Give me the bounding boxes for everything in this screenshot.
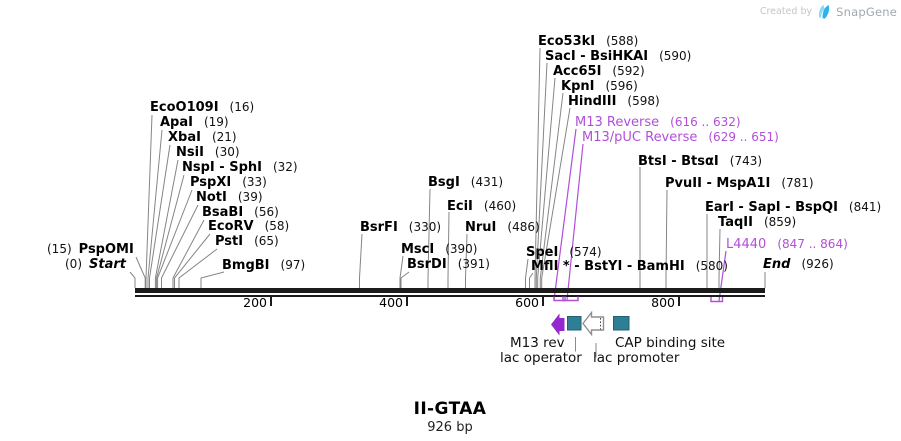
leader-eco53ki bbox=[534, 47, 541, 288]
marker-label-start: (0)Start bbox=[65, 257, 126, 272]
m13-rev-arrow[interactable] bbox=[551, 313, 565, 336]
leader-nsii bbox=[154, 159, 179, 288]
primer-label-m13-reverse[interactable]: M13 Reverse(616 .. 632) bbox=[575, 115, 741, 130]
enzyme-label-bsgi[interactable]: BsgI(431) bbox=[428, 175, 504, 190]
leader-mfli bbox=[529, 272, 534, 288]
enzyme-label-ecoo109i[interactable]: EcoO109I(16) bbox=[150, 100, 255, 115]
snapgene-logo-icon bbox=[819, 4, 830, 19]
ruler-label-800: 800 bbox=[651, 295, 675, 310]
enzyme-label-bmgbi[interactable]: BmgBI(97) bbox=[222, 258, 306, 273]
enzyme-label-nrui[interactable]: NruI(486) bbox=[465, 220, 540, 235]
enzyme-label-ecii[interactable]: EciI(460) bbox=[447, 199, 517, 214]
map-title: II-GTAA bbox=[413, 399, 487, 419]
leader-m13-puc-reverse bbox=[566, 143, 584, 301]
enzyme-label-noti[interactable]: NotI(39) bbox=[196, 190, 263, 205]
ruler-label-400: 400 bbox=[379, 295, 403, 310]
marker-label-end: End(926) bbox=[763, 257, 834, 272]
feature-label-cap-binding-site[interactable]: CAP binding site bbox=[615, 335, 726, 351]
leader-bmgbi bbox=[200, 271, 225, 288]
leader-nspi-sphi bbox=[156, 174, 185, 288]
leader-hindiii bbox=[541, 107, 571, 288]
leader-acc65i bbox=[537, 77, 556, 288]
leader-bsabi bbox=[172, 219, 205, 288]
credit-bar: Created by SnapGene bbox=[760, 4, 897, 19]
leader-taqii bbox=[718, 228, 721, 288]
enzyme-label-pspxi[interactable]: PspXI(33) bbox=[190, 175, 267, 190]
leader-noti bbox=[161, 204, 199, 288]
enzyme-label-btsi-btsai[interactable]: BtsI - BtsαI(743) bbox=[638, 154, 763, 169]
ruler-tick-800 bbox=[678, 297, 680, 306]
feature-label-lac-promoter[interactable]: lac promoter bbox=[593, 350, 680, 366]
credit-prefix-text: Created by bbox=[759, 6, 813, 17]
primer-label-l4440[interactable]: L4440(847 .. 864) bbox=[726, 237, 848, 252]
leader-ecii bbox=[447, 211, 450, 288]
enzyme-label-ecorv[interactable]: EcoRV(58) bbox=[208, 219, 290, 234]
enzyme-label-saci-bsihkai[interactable]: SacI - BsiHKAI(590) bbox=[545, 49, 692, 64]
leader-bsgi bbox=[427, 188, 431, 288]
enzyme-label-mfli-bstyi-bamhi[interactable]: MflI * - BstYI - BamHI(580) bbox=[531, 259, 728, 274]
lac-promoter-arrow[interactable] bbox=[582, 310, 605, 337]
leader-spei bbox=[525, 258, 529, 288]
enzyme-label-bsrfi[interactable]: BsrFI(330) bbox=[360, 220, 442, 235]
enzyme-label-eari-sapi-bspqi[interactable]: EarI - SapI - BspQI(841) bbox=[705, 200, 882, 215]
map-title-block: II-GTAA 926 bp bbox=[300, 400, 600, 434]
ruler-label-200: 200 bbox=[243, 295, 267, 310]
enzyme-label-acc65i[interactable]: Acc65I(592) bbox=[553, 64, 645, 79]
leader-pspxi bbox=[157, 189, 193, 288]
leader-pspomi bbox=[135, 256, 146, 288]
leader-ecoo109i bbox=[145, 114, 153, 288]
leader-apai bbox=[147, 129, 163, 288]
leader-ecorv bbox=[174, 233, 211, 288]
enzyme-label-pvuii-mspa1i[interactable]: PvuII - MspA1I(781) bbox=[665, 176, 814, 191]
enzyme-label-spei[interactable]: SpeI(574) bbox=[526, 245, 602, 260]
leader-msci bbox=[399, 255, 404, 288]
feature-label-m13-rev[interactable]: M13 rev bbox=[510, 335, 565, 351]
enzyme-label-nsii[interactable]: NsiI(30) bbox=[176, 145, 240, 160]
sequence-line-lower bbox=[135, 295, 765, 297]
leader-bsrfi bbox=[359, 233, 363, 288]
enzyme-label-msci[interactable]: MscI(390) bbox=[401, 242, 478, 257]
ruler-tick-600 bbox=[542, 297, 544, 306]
enzyme-label-pspomi[interactable]: (15)PspOMI bbox=[47, 242, 134, 257]
enzyme-label-psti[interactable]: PstI(65) bbox=[215, 234, 279, 249]
primer-label-m13-puc-reverse[interactable]: M13/pUC Reverse(629 .. 651) bbox=[582, 130, 779, 145]
cap-binding-site-box[interactable] bbox=[613, 316, 630, 331]
leader-nrui bbox=[465, 233, 468, 288]
enzyme-label-xbai[interactable]: XbaI(21) bbox=[168, 130, 237, 145]
enzyme-label-nspi-sphi[interactable]: NspI - SphI(32) bbox=[182, 160, 298, 175]
feature-label-lac-operator[interactable]: lac operator bbox=[500, 350, 582, 366]
leader-xbai bbox=[149, 144, 171, 288]
leader-m13-reverse bbox=[553, 128, 577, 301]
lac-operator-box[interactable] bbox=[567, 316, 582, 331]
primer-bracket-m13-puc-reverse[interactable] bbox=[562, 296, 579, 302]
leader-kpni bbox=[539, 92, 564, 288]
credit-brand-text: SnapGene bbox=[836, 4, 897, 19]
enzyme-label-taqii[interactable]: TaqII(859) bbox=[718, 215, 797, 230]
leader-saci bbox=[535, 62, 548, 288]
leader-start bbox=[129, 271, 136, 288]
ruler-label-600: 600 bbox=[515, 295, 539, 310]
enzyme-label-kpni[interactable]: KpnI(596) bbox=[561, 79, 638, 94]
primer-bracket-l4440[interactable] bbox=[710, 297, 724, 303]
enzyme-label-bsrdi[interactable]: BsrDI(391) bbox=[407, 257, 490, 272]
leader-psti bbox=[178, 248, 218, 288]
enzyme-label-bsabi[interactable]: BsaBI(56) bbox=[202, 205, 279, 220]
enzyme-label-apai[interactable]: ApaI(19) bbox=[160, 115, 229, 130]
primer-bracket-m13-reverse[interactable] bbox=[553, 296, 566, 302]
map-length: 926 bp bbox=[427, 420, 473, 435]
leader-pvuii bbox=[665, 189, 668, 288]
sequence-line[interactable] bbox=[135, 288, 765, 293]
ruler-tick-200 bbox=[270, 297, 272, 306]
enzyme-label-hindiii[interactable]: HindIII(598) bbox=[568, 94, 660, 109]
enzyme-label-eco53ki[interactable]: Eco53kI(588) bbox=[538, 34, 639, 49]
ruler-tick-400 bbox=[406, 297, 408, 306]
leader-bsrdi bbox=[400, 271, 410, 288]
